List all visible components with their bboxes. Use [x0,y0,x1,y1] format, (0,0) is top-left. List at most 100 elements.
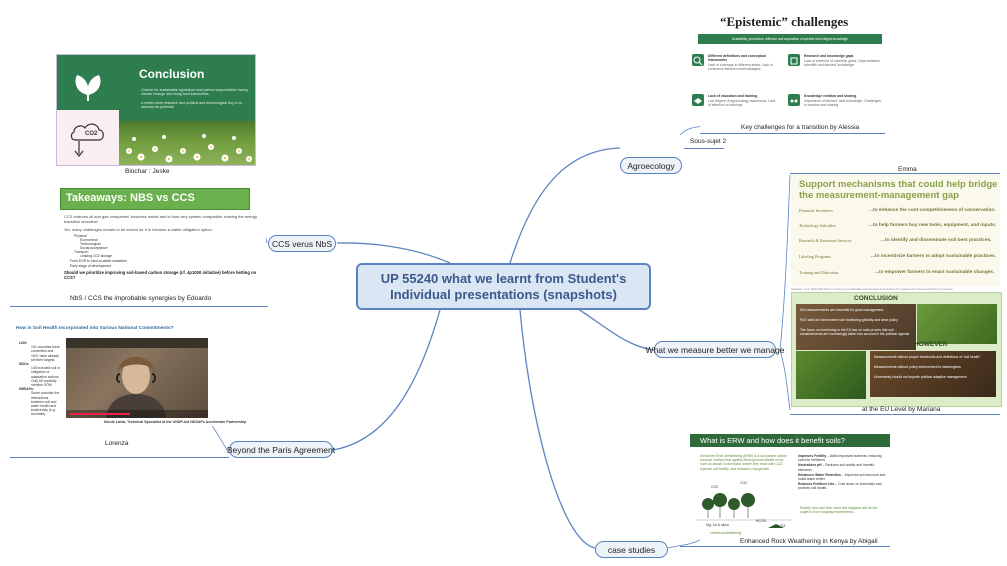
sub-branch-abigail [667,539,701,549]
takeaways-slide[interactable]: Takeaways: NBS vs CCS CCS endures oil an… [60,181,266,289]
daisy-flowers [126,134,252,163]
soil-item-2-head: NDCs: [19,362,30,367]
epistemic-box-1-head: Different definitions and conceptual fra… [708,54,766,63]
daisy-photo [119,121,255,165]
speaker-video[interactable] [66,338,208,418]
takeaways-line-4: Early stage of development [70,264,112,268]
soil-item-1-text: 101 countries have committed and 100+ ha… [31,345,60,362]
sharing-icon [788,94,800,106]
co2-panel: CO2 [57,110,119,165]
erw-benefit-2-text: – Reduces soil acidity and harmful eleme… [798,463,875,472]
epistemic-banner-text: Availability, production, diffusion and … [732,37,848,41]
caption-alessia: Key challenges for a transition by Aless… [741,124,860,131]
topic-measure-manage[interactable]: What we measure better we manage [646,341,784,358]
education-icon [692,94,704,106]
takeaways-title: Takeaways: NBS vs CCS [66,192,195,204]
erw-label-caco3: CaCO3 [774,524,786,528]
topic-paris-label: Beyond the Paris Agreement [226,444,336,455]
topic-ccs-label: CCS verus NbS [272,238,332,249]
caption-biochar: Biochar : Jeske [125,168,170,175]
caption-mariana: at the EU Level by Mariana [862,406,941,413]
topic-case-studies-label: case studies [607,544,656,555]
epistemic-box-3-head: Lack of education and training [708,94,758,98]
epistemic-box-2-head: Research and knowledge gaps [804,54,854,58]
erw-label-hco3: HCO3- [756,519,767,523]
support-row-1-name: Financial Incentives [799,208,833,213]
soil-health-title: How is Soil Health Incorporated into Var… [16,326,174,331]
epistemic-banner: Availability, production, diffusion and … [698,34,882,44]
takeaways-title-bar: Takeaways: NBS vs CCS [60,188,250,210]
conclusion-point-1: Chance for sustainable agriculture and c… [141,88,248,97]
takeaways-bullet-3: Technological [80,242,101,246]
eu-however-point-1: Measurements without proper thresholds a… [874,355,981,359]
erw-slide[interactable]: What is ERW and how does it benefit soil… [690,434,890,538]
erw-intro: Enhanced Rock Weathering (ERW) is a soil… [700,454,788,471]
takeaways-line-2: Yet, many challenges remain to be solved… [64,227,213,232]
erw-title: What is ERW and how does it benefit soil… [700,436,845,445]
erw-benefit-4-text: – Cuts down on chemicals and protects so… [798,482,882,491]
epistemic-title: “Epistemic” challenges [720,14,849,29]
topic-ccs-vs-nbs[interactable]: CCS verus NbS [268,235,336,252]
eu-however-point-2: Measurements without policy enforcement … [874,365,961,369]
caption-nbs-ccs: NbS / CCS the improbable synergies by Ed… [70,295,212,302]
eu-however-head: HOWEVER [914,341,948,348]
soil-item-2-text: 145 included soil in mitigation or adapt… [31,366,60,388]
caption-emma: Emma [898,166,917,173]
takeaways-line-1: CCS endures oil and gas companies' busin… [64,214,258,224]
research-icon [788,54,800,66]
topic-agroecology[interactable]: Agroecology [620,157,682,174]
search-icon [692,54,704,66]
biochar-slide[interactable]: Conclusion Chance for sustainable agricu… [56,54,256,166]
caption-line-sous-sujet [684,148,724,149]
support-slide[interactable]: Support mechanisms that could help bridg… [791,174,1000,286]
topic-case-studies[interactable]: case studies [595,541,668,558]
soil-item-3-text: Some consider the interactions between s… [31,391,60,417]
field-photo [796,351,866,399]
erw-benefits-list: Improves Fertility – Adds important nutr… [798,454,886,492]
epistemic-box-4-text: Importance of farmers' tacit knowledge; … [804,99,881,108]
eu-however-point-3: Uncertainty should not impede political … [874,375,967,379]
conclusion-panel: Conclusion Chance for sustainable agricu… [119,55,255,121]
erw-note: Exactly how and how much this happens wi… [800,506,878,515]
leaf-panel [57,55,119,110]
topic-paris[interactable]: Beyond the Paris Agreement [226,441,336,458]
takeaways-bullet-5: Transport [74,250,89,254]
plant-photo [917,304,997,344]
speaker-caption: Nicole Lavia, Technical Specialist at th… [104,420,247,424]
soil-health-slide[interactable]: How is Soil Health Incorporated into Var… [16,326,246,426]
caption-abigail: Enhanced Rock Weathering in Kenya by Abi… [740,538,878,545]
takeaways-bullet-2: Economical [80,238,98,242]
epistemic-slide[interactable]: “Epistemic” challenges Availability, pro… [690,8,890,126]
erw-label-mg-ca: Mg, Ca & silica [706,523,729,527]
co2-cloud-icon [70,123,104,157]
takeaways-bullet-1: Physical [74,234,87,238]
support-row-2-text: ...to help farmers buy new tools, equipm… [869,223,997,228]
eu-however-box: Measurements without proper thresholds a… [870,351,996,397]
branch-agroecology [509,147,621,264]
central-topic[interactable]: UP 55240 what we learnt from Student's I… [356,263,651,310]
topic-measure-label: What we measure better we manage [645,344,785,355]
soil-item-1-head: LDN: [19,341,28,345]
erw-benefit-1-head: Improves Fertility [798,454,827,458]
co2-text: CO2 [85,131,98,137]
erw-benefit-1-text: – Adds important nutrients, reducing nee… [798,454,882,463]
eu-conclusion-head: CONCLUSION [854,295,898,302]
epistemic-box-1-text: Lack of coverage in different areas; Lac… [708,63,773,72]
erw-benefit-3-head: Enhances Water Retention [798,472,841,477]
caption-line-abigail [680,546,890,547]
eu-level-slide[interactable]: CONCLUSION Soil measurements are essenti… [791,292,1002,407]
erw-label-co2-a: CO2 [711,485,718,489]
eu-conclusion-point-1: Soil measurements are essential for good… [800,308,884,312]
erw-label-co2-b: CO2 [740,481,747,485]
erw-diagram [696,493,792,528]
eu-conclusion-box: Soil measurements are essential for good… [796,304,916,350]
epistemic-box-3-text: Low degree of agroecology awareness; Lac… [708,99,776,108]
caption-sous-sujet: Sous-sujet 2 [690,138,727,145]
takeaways-line-3: From EOR to hard-to-abate industries [70,259,127,263]
takeaways-question: Should we prioritize improving soil-base… [64,270,257,281]
central-title: UP 55240 what we learnt from Student's I… [380,270,627,302]
eu-conclusion-point-2: FAO calls for harmonized soil monitoring… [800,318,898,322]
support-row-5-text: ...to empower farmers to enact sustainab… [875,270,995,275]
takeaways-bullet-4: Social acceptance [80,246,108,250]
branch-ccs [336,242,451,264]
